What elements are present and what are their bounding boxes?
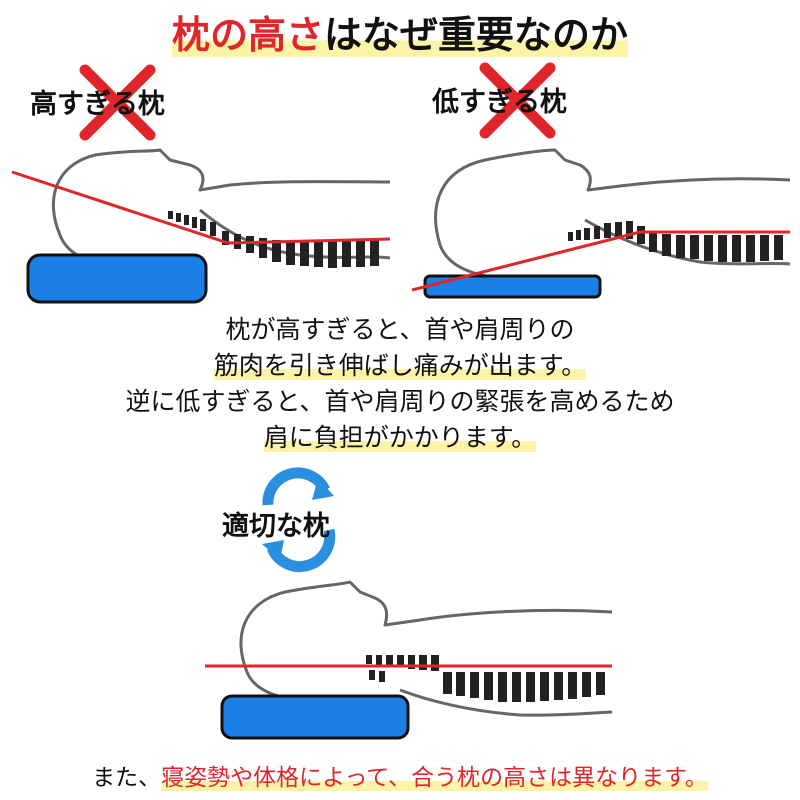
too-low-illustration: [411, 62, 791, 299]
footer-note: また、寝姿勢や体格によって、合う枕の高さは異なります。: [0, 758, 800, 792]
proper-illustration: [205, 467, 613, 740]
page-title: 枕の高さはなぜ重要なのか: [0, 4, 800, 59]
title-rest: はなぜ重要なのか: [324, 13, 629, 57]
title-emphasis: 枕の高さ: [171, 13, 324, 57]
spine-too-low: [568, 221, 783, 262]
label-too-high: 高すぎる枕: [30, 89, 165, 120]
caption-line-1: 枕が高すぎると、首や肩周りの: [225, 315, 575, 344]
caption-line-3: 逆に低すぎると、首や肩周りの緊張を高めるため: [125, 387, 675, 416]
cross-mark-icon: [479, 62, 556, 139]
caption-line-2: 筋肉を引き伸ばし痛みが出ます。: [213, 351, 587, 380]
cross-mark-icon: [79, 64, 156, 141]
pillow-too-high: [26, 253, 208, 304]
label-too-low: 低すぎる枕: [432, 87, 567, 118]
caption-line-4: 肩に負担がかかります。: [263, 423, 537, 452]
label-proper: 適切な枕: [222, 511, 330, 542]
circle-ok-icon: [262, 467, 336, 573]
pillow-proper: [220, 694, 410, 740]
too-high-illustration: [11, 64, 391, 304]
footer-lead: また、: [92, 765, 162, 791]
footer-emphasis: 寝姿勢や体格によって、合う枕の高さは異なります。: [161, 765, 708, 791]
spine-proper: [366, 655, 605, 702]
